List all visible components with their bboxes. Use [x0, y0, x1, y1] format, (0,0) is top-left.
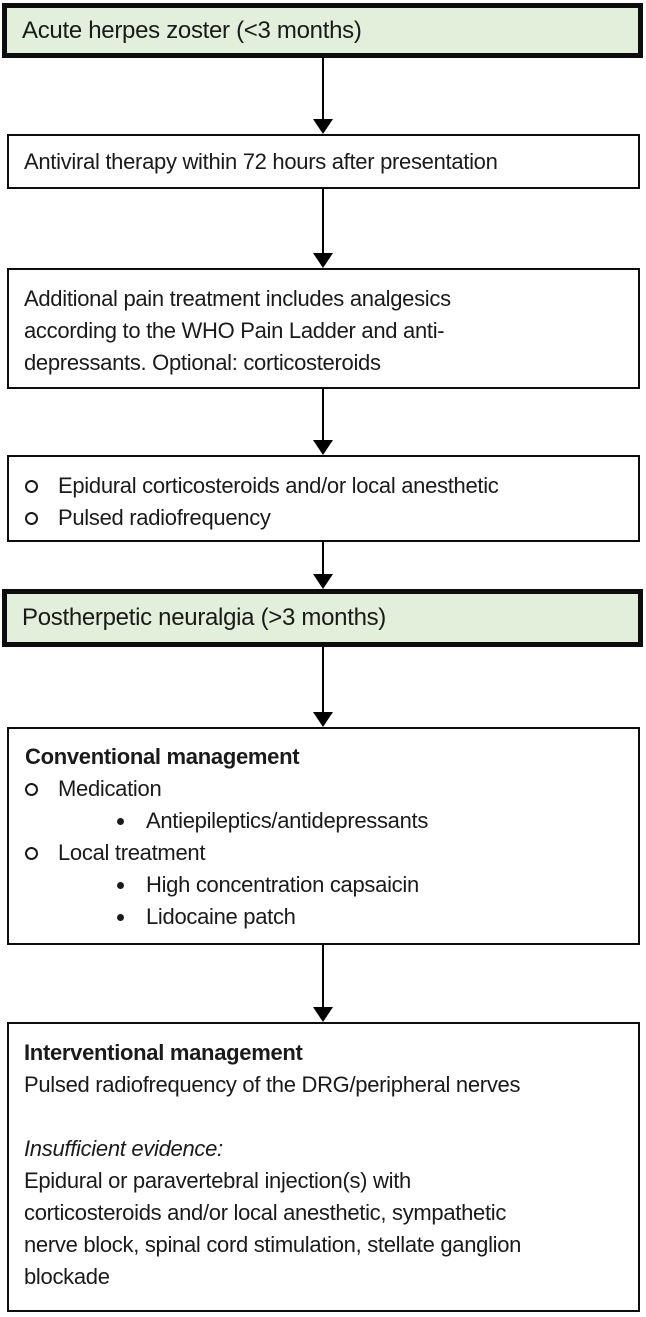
- node-interventional-management: Interventional management Pulsed radiofr…: [7, 1022, 640, 1312]
- circle-bullet-icon: [25, 511, 38, 525]
- flow-arrow-2: [313, 189, 333, 268]
- circle-bullet-icon: [25, 846, 38, 860]
- sub-list-item-label: Lidocaine patch: [146, 904, 296, 929]
- dot-bullet-icon: [117, 913, 124, 921]
- arrow-head-icon: [313, 1007, 333, 1022]
- arrow-line: [322, 189, 324, 253]
- insufficient-evidence-heading: Insufficient evidence:: [24, 1136, 223, 1161]
- circle-bullet-icon: [25, 782, 38, 796]
- list-item-label: Pulsed radiofrequency: [58, 505, 271, 530]
- arrow-head-icon: [313, 440, 333, 455]
- node-phn-label: Postherpetic neuralgia (>3 months): [22, 604, 387, 631]
- node-postherpetic-neuralgia: Postherpetic neuralgia (>3 months): [2, 589, 643, 647]
- blank-line: [24, 1101, 630, 1133]
- node-additional-line-1: Additional pain treatment includes analg…: [24, 286, 451, 311]
- sub-list-item: Antiepileptics/antidepressants: [17, 805, 630, 837]
- list-item: Pulsed radiofrequency: [17, 502, 630, 534]
- node-acute-interventional-options: Epidural corticosteroids and/or local an…: [7, 455, 640, 542]
- evidence-line-1: Epidural or paravertebral injection(s) w…: [24, 1168, 411, 1193]
- arrow-line: [322, 945, 324, 1007]
- sub-list-item-label: Antiepileptics/antidepressants: [146, 808, 429, 833]
- evidence-line-3: nerve block, spinal cord stimulation, st…: [24, 1232, 522, 1257]
- evidence-line-4: blockade: [24, 1264, 110, 1289]
- node-conventional-title: Conventional management: [25, 744, 300, 769]
- list-item: Local treatment: [17, 837, 630, 869]
- arrow-line: [322, 647, 324, 712]
- sub-list-item-label: High concentration capsaicin: [146, 872, 419, 897]
- node-acute-herpes-zoster: Acute herpes zoster (<3 months): [2, 3, 643, 58]
- list-item: Medication: [17, 773, 630, 805]
- circle-bullet-icon: [25, 479, 38, 493]
- node-antiviral-label: Antiviral therapy within 72 hours after …: [24, 148, 498, 174]
- flow-arrow-6: [313, 945, 333, 1022]
- dot-bullet-icon: [117, 817, 124, 825]
- list-item-label: Epidural corticosteroids and/or local an…: [58, 473, 499, 498]
- node-acute-label: Acute herpes zoster (<3 months): [22, 16, 362, 44]
- node-antiviral-therapy: Antiviral therapy within 72 hours after …: [7, 134, 640, 189]
- list-item-label: Medication: [58, 776, 162, 801]
- arrow-head-icon: [313, 712, 333, 727]
- arrow-head-icon: [313, 119, 333, 134]
- node-interventional-title: Interventional management: [24, 1040, 303, 1065]
- node-conventional-management: Conventional management Medication Antie…: [7, 727, 640, 945]
- arrow-head-icon: [313, 253, 333, 268]
- arrow-line: [322, 58, 324, 119]
- flow-arrow-5: [313, 647, 333, 727]
- list-item-label: Local treatment: [58, 840, 206, 865]
- node-additional-pain-treatment: Additional pain treatment includes analg…: [7, 268, 640, 389]
- sub-list-item: Lidocaine patch: [17, 901, 630, 933]
- node-additional-line-2: according to the WHO Pain Ladder and ant…: [24, 318, 445, 343]
- list-item: Epidural corticosteroids and/or local an…: [17, 470, 630, 502]
- node-interventional-subtitle: Pulsed radiofrequency of the DRG/periphe…: [24, 1072, 521, 1097]
- flow-arrow-4: [313, 542, 333, 589]
- node-additional-line-3: depressants. Optional: corticosteroids: [24, 350, 381, 375]
- flow-arrow-3: [313, 389, 333, 455]
- arrow-line: [322, 389, 324, 440]
- flow-arrow-1: [313, 58, 333, 134]
- arrow-line: [322, 542, 324, 574]
- evidence-line-2: corticosteroids and/or local anesthetic,…: [24, 1200, 507, 1225]
- arrow-head-icon: [313, 574, 333, 589]
- dot-bullet-icon: [117, 881, 124, 889]
- sub-list-item: High concentration capsaicin: [17, 869, 630, 901]
